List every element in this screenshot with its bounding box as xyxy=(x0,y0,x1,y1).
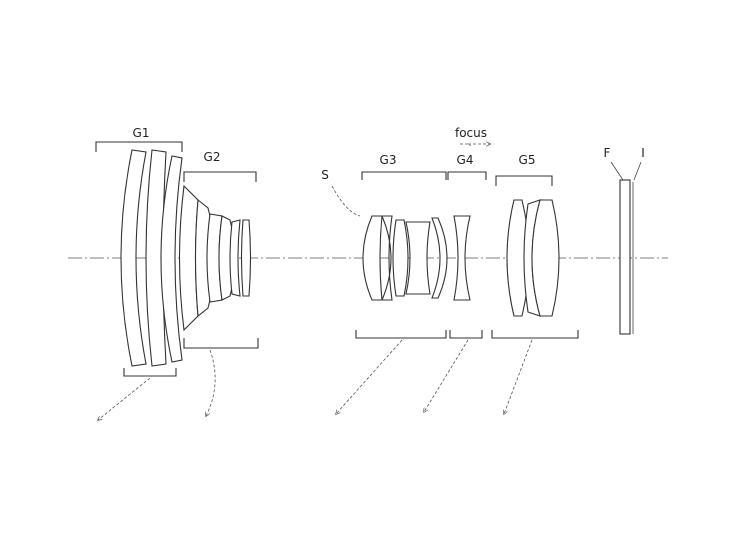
g1-label: G1 xyxy=(133,126,150,140)
g4-lens-1 xyxy=(453,215,471,301)
filter-label: F xyxy=(604,146,611,160)
image-plane-label: I xyxy=(641,146,645,160)
g2-bracket-top xyxy=(183,171,257,182)
g1-meniscus-lens-3 xyxy=(160,155,183,363)
g2-lens-6 xyxy=(240,219,252,297)
g4-label: G4 xyxy=(457,153,474,167)
lens-group-g3 xyxy=(362,215,448,301)
g4-leader-arrow xyxy=(424,339,469,412)
g2-bracket-bottom xyxy=(183,338,259,349)
g5-bracket-top xyxy=(495,175,553,186)
g4-bracket-top xyxy=(447,171,487,180)
g5-bracket-bottom xyxy=(491,330,579,339)
g5-label: G5 xyxy=(519,153,536,167)
lens-group-g4 xyxy=(453,215,471,301)
lens-group-g5 xyxy=(506,199,560,317)
g1-bracket-bottom xyxy=(123,368,177,377)
g4-bracket-bottom xyxy=(449,330,483,339)
g3-lens-4 xyxy=(405,221,431,295)
g2-leader-arrow xyxy=(206,349,216,416)
g2-label: G2 xyxy=(204,150,221,164)
g5-lens-3 xyxy=(531,199,560,317)
g1-meniscus-lens-1 xyxy=(120,149,147,367)
g3-lens-1 xyxy=(362,215,383,301)
stop-leader-line xyxy=(331,185,361,217)
lens-group-g2 xyxy=(178,184,252,332)
g2-lens-5 xyxy=(229,219,241,297)
g3-lens-2 xyxy=(381,215,393,301)
stop-label: S xyxy=(321,168,329,182)
image-leader-line xyxy=(633,161,642,181)
g5-leader-arrow xyxy=(504,339,533,414)
focus-label: focus xyxy=(455,126,487,140)
filter-plate xyxy=(619,179,631,335)
g1-bracket-top xyxy=(95,141,183,152)
g3-lens-3 xyxy=(392,219,409,297)
filter-leader-line xyxy=(610,161,624,181)
g3-leader-arrow xyxy=(336,339,403,414)
g3-label: G3 xyxy=(380,153,397,167)
g3-bracket-bottom xyxy=(355,330,447,339)
g3-bracket-top xyxy=(361,171,447,180)
g1-leader-arrow xyxy=(98,377,151,420)
lens-group-g1 xyxy=(120,149,183,367)
g3-lens-5 xyxy=(431,217,448,299)
